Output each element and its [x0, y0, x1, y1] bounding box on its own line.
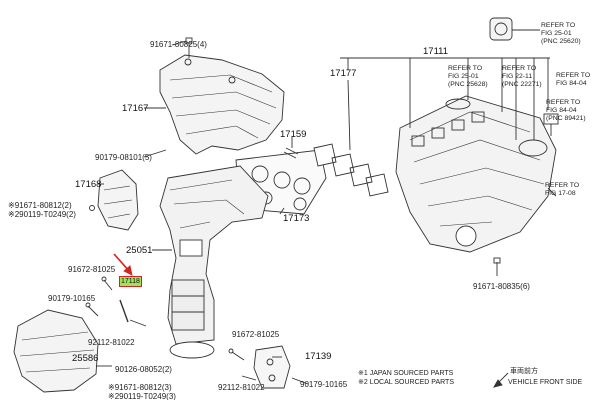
bolt-label-90179-10165-b: 90179-10165	[300, 380, 348, 389]
front-label-japanese: 車両前方	[510, 368, 538, 375]
front-label-english: VEHICLE FRONT SIDE	[508, 379, 583, 386]
bolt-label-90126-08052-2: 90126-08052(2)	[115, 365, 172, 374]
refer-line: REFER TO	[448, 65, 483, 72]
part-label-17173: 17173	[283, 213, 310, 224]
refer-line: FIG 17-08	[545, 190, 576, 197]
part-label-17168: 17168	[75, 179, 102, 190]
part-label-17159: 17159	[280, 129, 307, 140]
bolt-label-91672-81025-b: 91672-81025	[232, 330, 280, 339]
refer-line: (PNC 25628)	[448, 81, 488, 88]
highlighted-part-17118[interactable]: 17118	[119, 276, 142, 287]
bolt-label-92112-81022-b: 92112-81022	[218, 383, 265, 392]
refer-line: REFER TO	[541, 22, 576, 29]
bolt-label-90179-08101-5: 90179-08101(5)	[95, 153, 152, 162]
refer-line: FIG 22-11	[502, 73, 533, 80]
heat-insulator-lower	[13, 309, 99, 393]
refer-line: REFER TO	[546, 99, 581, 106]
refer-line: REFER TO	[556, 72, 591, 79]
refer-line: FIG 25-01	[541, 30, 572, 37]
refer-line: REFER TO	[502, 65, 537, 72]
bolt-label-91672-81025-a: 91672-81025	[68, 265, 116, 274]
bolt-label-290119-T0249-3: ※290119-T0249(3)	[108, 392, 176, 400]
bolt-label-91671-80835-6: 91671-80835(6)	[473, 282, 530, 291]
part-label-25586: 25586	[72, 353, 99, 364]
refer-line: FIG 84-04	[546, 107, 577, 114]
manifold-bracket	[253, 345, 291, 389]
bolt-label-90179-10165: 90179-10165	[48, 294, 96, 303]
refer-line: (PNC 22271)	[502, 81, 542, 88]
intake-gasket	[313, 143, 389, 197]
bolt-label-91671-80812-2: ※91671-80812(2)	[8, 201, 72, 210]
heat-insulator-upper	[159, 54, 285, 155]
refer-line: (PNC 89421)	[546, 115, 586, 122]
bolt-label-91671-80825-4: 91671-80825(4)	[150, 40, 207, 49]
legend-local-sourced: ※2 LOCAL SOURCED PARTS	[358, 379, 454, 386]
part-label-17111: 17111	[423, 46, 449, 57]
refer-line: (PNC 25620)	[541, 38, 581, 45]
refer-line: FIG 25-01	[448, 73, 479, 80]
part-label-17167: 17167	[122, 103, 149, 114]
intake-manifold	[395, 95, 557, 253]
heat-insulator-small	[97, 169, 139, 231]
refer-line: REFER TO	[545, 182, 580, 189]
bolt-label-290119-T0249-2: ※290119-T0249(2)	[8, 210, 76, 219]
bolt-label-92112-81022-a: 92112-81022	[88, 338, 135, 347]
part-label-17139: 17139	[305, 351, 332, 362]
legend-japan-sourced: ※1 JAPAN SOURCED PARTS	[358, 370, 454, 377]
bolt-label-91671-80812-3: ※91671-80812(3)	[108, 383, 172, 392]
part-label-17177: 17177	[330, 68, 357, 79]
refer-line: FIG 84-04	[556, 80, 587, 87]
part-label-25051: 25051	[126, 245, 153, 256]
